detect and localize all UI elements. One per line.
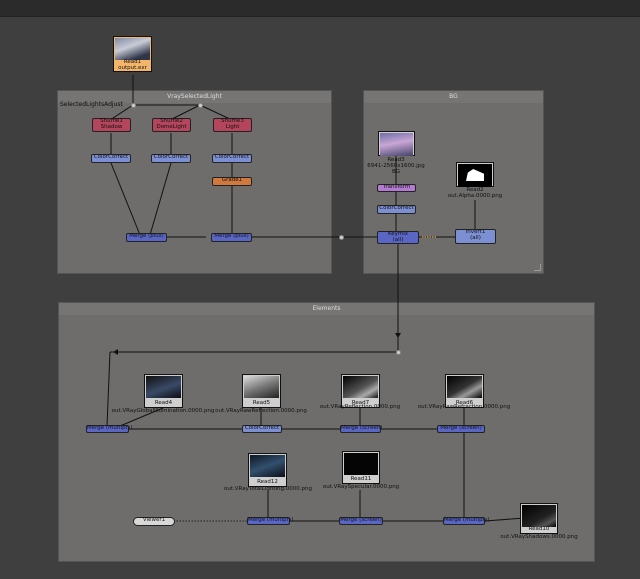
merge-multiply-node[interactable]: Merge (multiply): [443, 517, 490, 525]
read12-label: Read12: [257, 479, 278, 485]
dot-node[interactable]: [396, 350, 401, 355]
node-label: Shuffle2: [160, 118, 183, 124]
read6-node[interactable]: Read6: [445, 374, 484, 408]
read1-label: Read1: [123, 59, 142, 65]
read11-label: Read11: [350, 476, 372, 482]
read3-thumbnail: [380, 133, 413, 156]
read10-label: Read10: [528, 526, 550, 532]
read6-label: Read6: [455, 400, 474, 406]
backdrop-title: VraySelectedLight: [58, 91, 331, 103]
colorcorrect-node[interactable]: ColorCorrect: [91, 154, 131, 163]
read5-label: Read5: [252, 400, 271, 406]
read4-label: Read4: [154, 400, 173, 406]
dot-node[interactable]: [198, 103, 203, 108]
read6-thumbnail: [447, 376, 482, 398]
dot-node[interactable]: [131, 103, 136, 108]
shuffle2-node[interactable]: Shuffle2 DomeLight: [152, 118, 191, 132]
dot-node[interactable]: [339, 235, 344, 240]
read2-alpha-shape: [466, 169, 484, 181]
node-sublabel: (all): [470, 234, 481, 241]
node-label: Keymix: [387, 231, 409, 237]
read2-file: out.Alpha.0000.png: [447, 193, 503, 199]
grade1-node[interactable]: Grade1: [212, 177, 252, 186]
merge-plus-node[interactable]: Merge (plus): [126, 233, 167, 242]
read10-thumbnail: [522, 505, 556, 527]
node-sublabel: Shadow: [100, 123, 123, 130]
invert1-node[interactable]: Invert1 (all): [455, 229, 496, 244]
node-label: Shuffle3: [221, 118, 244, 124]
resize-handle[interactable]: [534, 264, 541, 271]
shuffle3-node[interactable]: Shuffle3 Light: [213, 118, 252, 132]
node-sublabel: (all): [392, 236, 404, 243]
node-sublabel: DomeLight: [156, 123, 187, 130]
read1-file: output.exr: [118, 65, 147, 71]
read3-node[interactable]: [378, 131, 415, 156]
node-label: Shuffle1: [100, 118, 123, 124]
backdrop-title: Elements: [59, 303, 594, 315]
read7-node[interactable]: Read7: [341, 374, 380, 408]
transform-node[interactable]: Transform: [377, 184, 416, 192]
read5-thumbnail: [244, 376, 279, 398]
read12-thumbnail: [250, 455, 285, 477]
node-sublabel: Light: [225, 123, 240, 130]
read3-sublabel: BG: [392, 169, 400, 175]
read1-thumbnail: [115, 38, 150, 60]
read11-thumbnail: [344, 453, 378, 475]
read11-node[interactable]: Read11: [342, 451, 380, 484]
read10-node[interactable]: Read10: [520, 503, 558, 534]
merge-multiply-node[interactable]: Merge (multiply): [247, 517, 294, 525]
node-label: Invert1: [465, 229, 486, 235]
read10-file: out.VRayShadows.0000.png: [500, 534, 578, 540]
read7-label: Read7: [351, 400, 370, 406]
read12-node[interactable]: Read12: [248, 453, 287, 487]
merge-screen-node[interactable]: Merge (screen): [339, 517, 383, 525]
merge-screen-node[interactable]: Merge (screen): [437, 425, 485, 433]
read4-file: out.VRayGlobalIllumination.0000.png: [111, 408, 215, 414]
merge-plus-node[interactable]: Merge (plus): [211, 233, 252, 242]
read5-file: out.VRayRawReflection.0000.png: [215, 408, 307, 414]
backdrop-title: BG: [364, 91, 543, 103]
read2-label: Read2: [466, 187, 484, 193]
read12-file: out.VRayTotalLighting.0000.png: [224, 486, 312, 492]
colorcorrect-element-node[interactable]: ColorCorrect: [242, 425, 282, 433]
read3-label: Read3: [387, 157, 405, 163]
read4-thumbnail: [146, 376, 181, 398]
read1-node[interactable]: Read1 output.exr: [113, 36, 152, 72]
selected-lights-label: SelectedLightsAdjust: [60, 101, 123, 108]
panel-header: [0, 0, 640, 17]
read4-node[interactable]: Read4: [144, 374, 183, 408]
merge-screen-node[interactable]: Merge (screen): [340, 425, 383, 433]
read2-node[interactable]: [456, 162, 494, 187]
read6-file: out.VRayRawRefraction.0000.png: [417, 404, 511, 410]
colorcorrect-node[interactable]: ColorCorrect: [151, 154, 191, 163]
read3-file: 6941-2560x1600.jpg: [367, 163, 425, 169]
colorcorrect-node[interactable]: ColorCorrect: [212, 154, 252, 163]
read7-file: out.VRayReflection.0000.png: [319, 404, 401, 410]
read11-file: out.VRaySpecular.0000.png: [322, 484, 400, 490]
read5-node[interactable]: Read5: [242, 374, 281, 408]
read7-thumbnail: [343, 376, 378, 398]
shuffle1-node[interactable]: Shuffle1 Shadow: [92, 118, 131, 132]
keymix-node[interactable]: Keymix (all): [377, 231, 419, 244]
colorcorrect-bg-node[interactable]: ColorCorrect: [377, 205, 416, 214]
viewer1-node[interactable]: Viewer1: [133, 517, 175, 526]
merge-multiply-node[interactable]: Merge (multiply): [86, 425, 133, 433]
